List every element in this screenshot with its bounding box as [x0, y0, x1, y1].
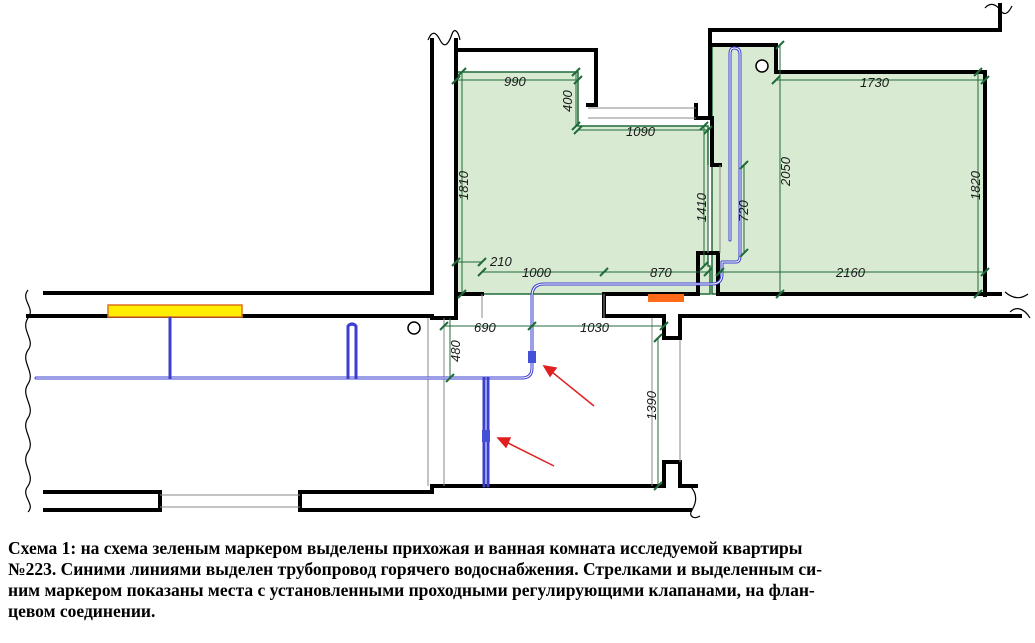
dim-870: 870	[650, 265, 672, 280]
dim-1410: 1410	[694, 192, 709, 222]
riser-circle-icon	[407, 321, 421, 335]
caption-line-3: ним маркером показаны места с установлен…	[8, 580, 815, 600]
bathroom-top-inner	[708, 43, 987, 74]
lower-right-wall	[298, 460, 692, 512]
hallway-highlight	[455, 71, 711, 295]
lower-left-wall	[43, 490, 162, 512]
dim-2050: 2050	[778, 156, 793, 187]
room-top-wall	[454, 48, 598, 107]
caption-line-1: Схема 1: на схема зеленым маркером выдел…	[8, 538, 803, 558]
dim-720: 720	[736, 200, 751, 222]
dim-990: 990	[504, 74, 526, 89]
lower-right-corner	[678, 460, 698, 488]
dim-1000: 1000	[522, 265, 552, 280]
break-lines	[25, 3, 1031, 519]
dim-1820: 1820	[968, 170, 983, 200]
dim-1090: 1090	[626, 124, 656, 139]
valve-marker-icon	[528, 351, 536, 363]
dim-1390: 1390	[644, 390, 659, 420]
dim-1810: 1810	[456, 170, 471, 200]
bathroom-highlight	[711, 44, 986, 295]
dim-480: 480	[448, 340, 463, 362]
room-bottom-left	[430, 292, 458, 320]
dim-690: 690	[474, 320, 496, 335]
caption-line-4: цевом соединении.	[8, 601, 156, 621]
dim-1730: 1730	[860, 75, 890, 90]
riser-circle-icon	[755, 59, 769, 73]
opening-lines	[160, 107, 721, 508]
dimensions: 990 400 1090 1810 1410 720 2050	[439, 40, 990, 491]
dim-2160: 2160	[835, 265, 866, 280]
red-arrow-icon	[542, 364, 595, 407]
dim-210: 210	[489, 254, 512, 269]
figure-caption: Схема 1: на схема зеленым маркером выдел…	[8, 538, 1028, 622]
floor-plan: 990 400 1090 1810 1410 720 2050	[25, 3, 1031, 519]
orange-element	[648, 294, 684, 302]
caption-line-2: №223. Синими линиями выделен трубопровод…	[8, 559, 823, 579]
dim-400: 400	[560, 90, 575, 112]
red-arrow-icon	[496, 437, 555, 467]
corridor-top-wall	[43, 38, 434, 295]
dim-1030: 1030	[580, 320, 610, 335]
valve-marker-icon	[482, 430, 490, 442]
yellow-element	[107, 304, 243, 318]
